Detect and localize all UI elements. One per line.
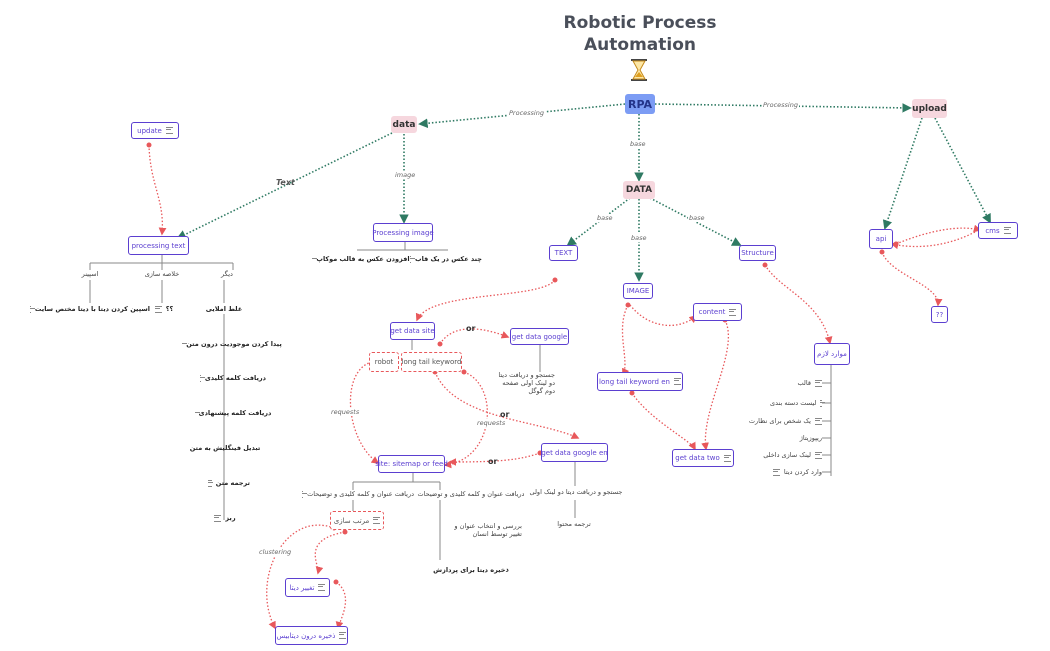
edge-label-image: image <box>394 171 417 179</box>
node-needs-2[interactable]: لیست دسته بندی <box>770 398 825 408</box>
node-img-mockup[interactable]: افزودن عکس به قالب موکاپ <box>312 255 410 263</box>
edge-label-clustering: clustering <box>258 548 293 556</box>
notes-icon <box>318 584 326 591</box>
notes-icon <box>1003 227 1011 234</box>
node-keyword[interactable]: دریافت کلمه کلیدی <box>200 374 266 382</box>
edge-dots <box>146 142 899 585</box>
notes-icon <box>208 479 213 487</box>
node-IMAGE[interactable]: IMAGE <box>623 283 653 299</box>
node-needs-4[interactable]: ریپوزیتاژ <box>799 434 822 442</box>
notes-icon <box>165 127 173 134</box>
node-recv-title-right[interactable]: دریافت عنوان و کلمه کلیدی و توضیحات <box>417 490 525 498</box>
node-structure[interactable]: Structure <box>739 245 776 261</box>
notes-icon <box>339 632 347 639</box>
node-TEXT[interactable]: TEXT <box>549 245 578 261</box>
node-suggest-keyword[interactable]: دریافت کلمه پیشنهادی <box>194 409 272 417</box>
hourglass-icon <box>631 59 647 81</box>
node-needs-1[interactable]: قالب <box>786 378 822 388</box>
node-recv-title-left[interactable]: دریافت عنوان و کلمه کلیدی و توضیحات <box>302 488 414 500</box>
notes-icon <box>200 374 205 382</box>
edge-label-or-1: or <box>466 324 476 333</box>
node-upload[interactable]: upload <box>912 99 947 118</box>
node-api[interactable]: api <box>869 229 893 249</box>
edge-label-or-2: or <box>500 410 510 419</box>
notes-icon <box>772 468 780 476</box>
notes-icon <box>815 379 822 387</box>
node-long-tail[interactable]: long tail keyword <box>401 352 462 372</box>
node-translate-content[interactable]: ترجمه محتوا <box>557 520 591 528</box>
node-typo[interactable]: غلط املایی <box>205 305 243 313</box>
node-qq2[interactable]: ?? <box>931 306 948 323</box>
node-en-desc[interactable]: جستجو و دریافت دیتا دو لینک اولی <box>529 488 623 496</box>
notes-icon <box>673 378 681 385</box>
edge-label-base-4: base <box>688 214 706 222</box>
node-img-combine[interactable]: چند عکس در یک قاب <box>410 253 482 265</box>
node-robot[interactable]: robot <box>369 352 399 372</box>
node-needs[interactable]: موارد لازم <box>814 343 850 365</box>
node-long-tail-en[interactable]: long tail keyword en <box>597 372 683 391</box>
notes-icon <box>154 305 162 313</box>
node-needs-3[interactable]: یک شخص برای نظارت <box>740 416 822 426</box>
node-get-data-google[interactable]: get data google <box>510 328 569 345</box>
notes-icon <box>214 514 222 522</box>
node-sort[interactable]: مرتب سازی <box>330 511 384 530</box>
node-summarize[interactable]: خلاصه سازی <box>144 270 180 278</box>
edge-label-processing-right: Processing <box>762 101 799 109</box>
node-human-review[interactable]: بررسی و انتخاب عنوان و تغییر توسط انسان <box>454 522 522 538</box>
edge-label-base-3: base <box>630 234 648 242</box>
notes-icon <box>815 451 822 459</box>
notes-icon <box>410 255 416 263</box>
tree-connectors <box>89 242 832 560</box>
node-get-data-google-en[interactable]: get data google en <box>541 443 608 462</box>
edge-label-requests-1: requests <box>330 408 361 416</box>
edge-label-base-1: base <box>629 140 647 148</box>
node-qq1[interactable]: ؟؟ <box>150 303 178 315</box>
notes-icon <box>729 308 737 316</box>
node-content[interactable]: content <box>693 303 742 321</box>
notes-icon <box>373 517 381 524</box>
node-change-data[interactable]: تغییر دیتا <box>285 578 330 597</box>
notes-icon <box>30 305 35 313</box>
edge-label-text: Text <box>276 178 295 187</box>
node-spinner[interactable]: اسپینر <box>81 270 99 278</box>
node-processing-text[interactable]: processing text <box>128 236 189 255</box>
node-data[interactable]: data <box>391 116 417 133</box>
notes-icon <box>815 417 822 425</box>
node-site-feed[interactable]: site: sitemap or feed <box>375 455 448 473</box>
node-rpa[interactable]: RPA <box>625 94 655 114</box>
node-save-db[interactable]: ذخیره درون دیتابیس <box>275 626 348 645</box>
node-needs-5[interactable]: لینک سازی داخلی <box>752 450 822 460</box>
edge-label-requests-2: requests <box>476 419 507 427</box>
node-needs-6[interactable]: وارد کردن دیتا <box>758 467 822 477</box>
notes-icon <box>820 399 825 407</box>
node-get-data-site[interactable]: get data site <box>390 322 435 340</box>
node-update[interactable]: update <box>131 122 179 139</box>
node-cms[interactable]: cms <box>978 222 1018 239</box>
notes-icon <box>302 490 308 498</box>
notes-icon <box>723 454 731 462</box>
node-get-data-two[interactable]: get data two <box>672 449 734 467</box>
node-processing-image[interactable]: Processing image <box>372 223 434 242</box>
node-rbz[interactable]: ربز <box>212 512 238 524</box>
edge-label-or-3: or <box>488 457 498 466</box>
node-save-process[interactable]: ذخیره دیتا برای پردازش <box>433 566 509 574</box>
edge-label-base-2: base <box>596 214 614 222</box>
node-other[interactable]: دیگر <box>221 270 233 278</box>
node-finglish[interactable]: تبدیل فینگلیش به متن <box>189 444 261 452</box>
node-google-desc[interactable]: جستجو و دریافت دیتا دو لینک اولی صفحه دو… <box>498 371 555 395</box>
page-title: Robotic Process Automation <box>563 13 717 55</box>
green-edges <box>176 103 991 282</box>
edge-label-processing-left: Processing <box>508 109 545 117</box>
node-entity[interactable]: پیدا کردن موجودیت درون متن <box>182 340 282 348</box>
node-translate[interactable]: ترجمه متن <box>208 477 250 489</box>
node-DATA[interactable]: DATA <box>623 181 655 199</box>
node-spin-site[interactable]: اسپین کردن دیتا با دیتا مختص سایت <box>30 305 150 313</box>
red-edges <box>148 144 982 630</box>
